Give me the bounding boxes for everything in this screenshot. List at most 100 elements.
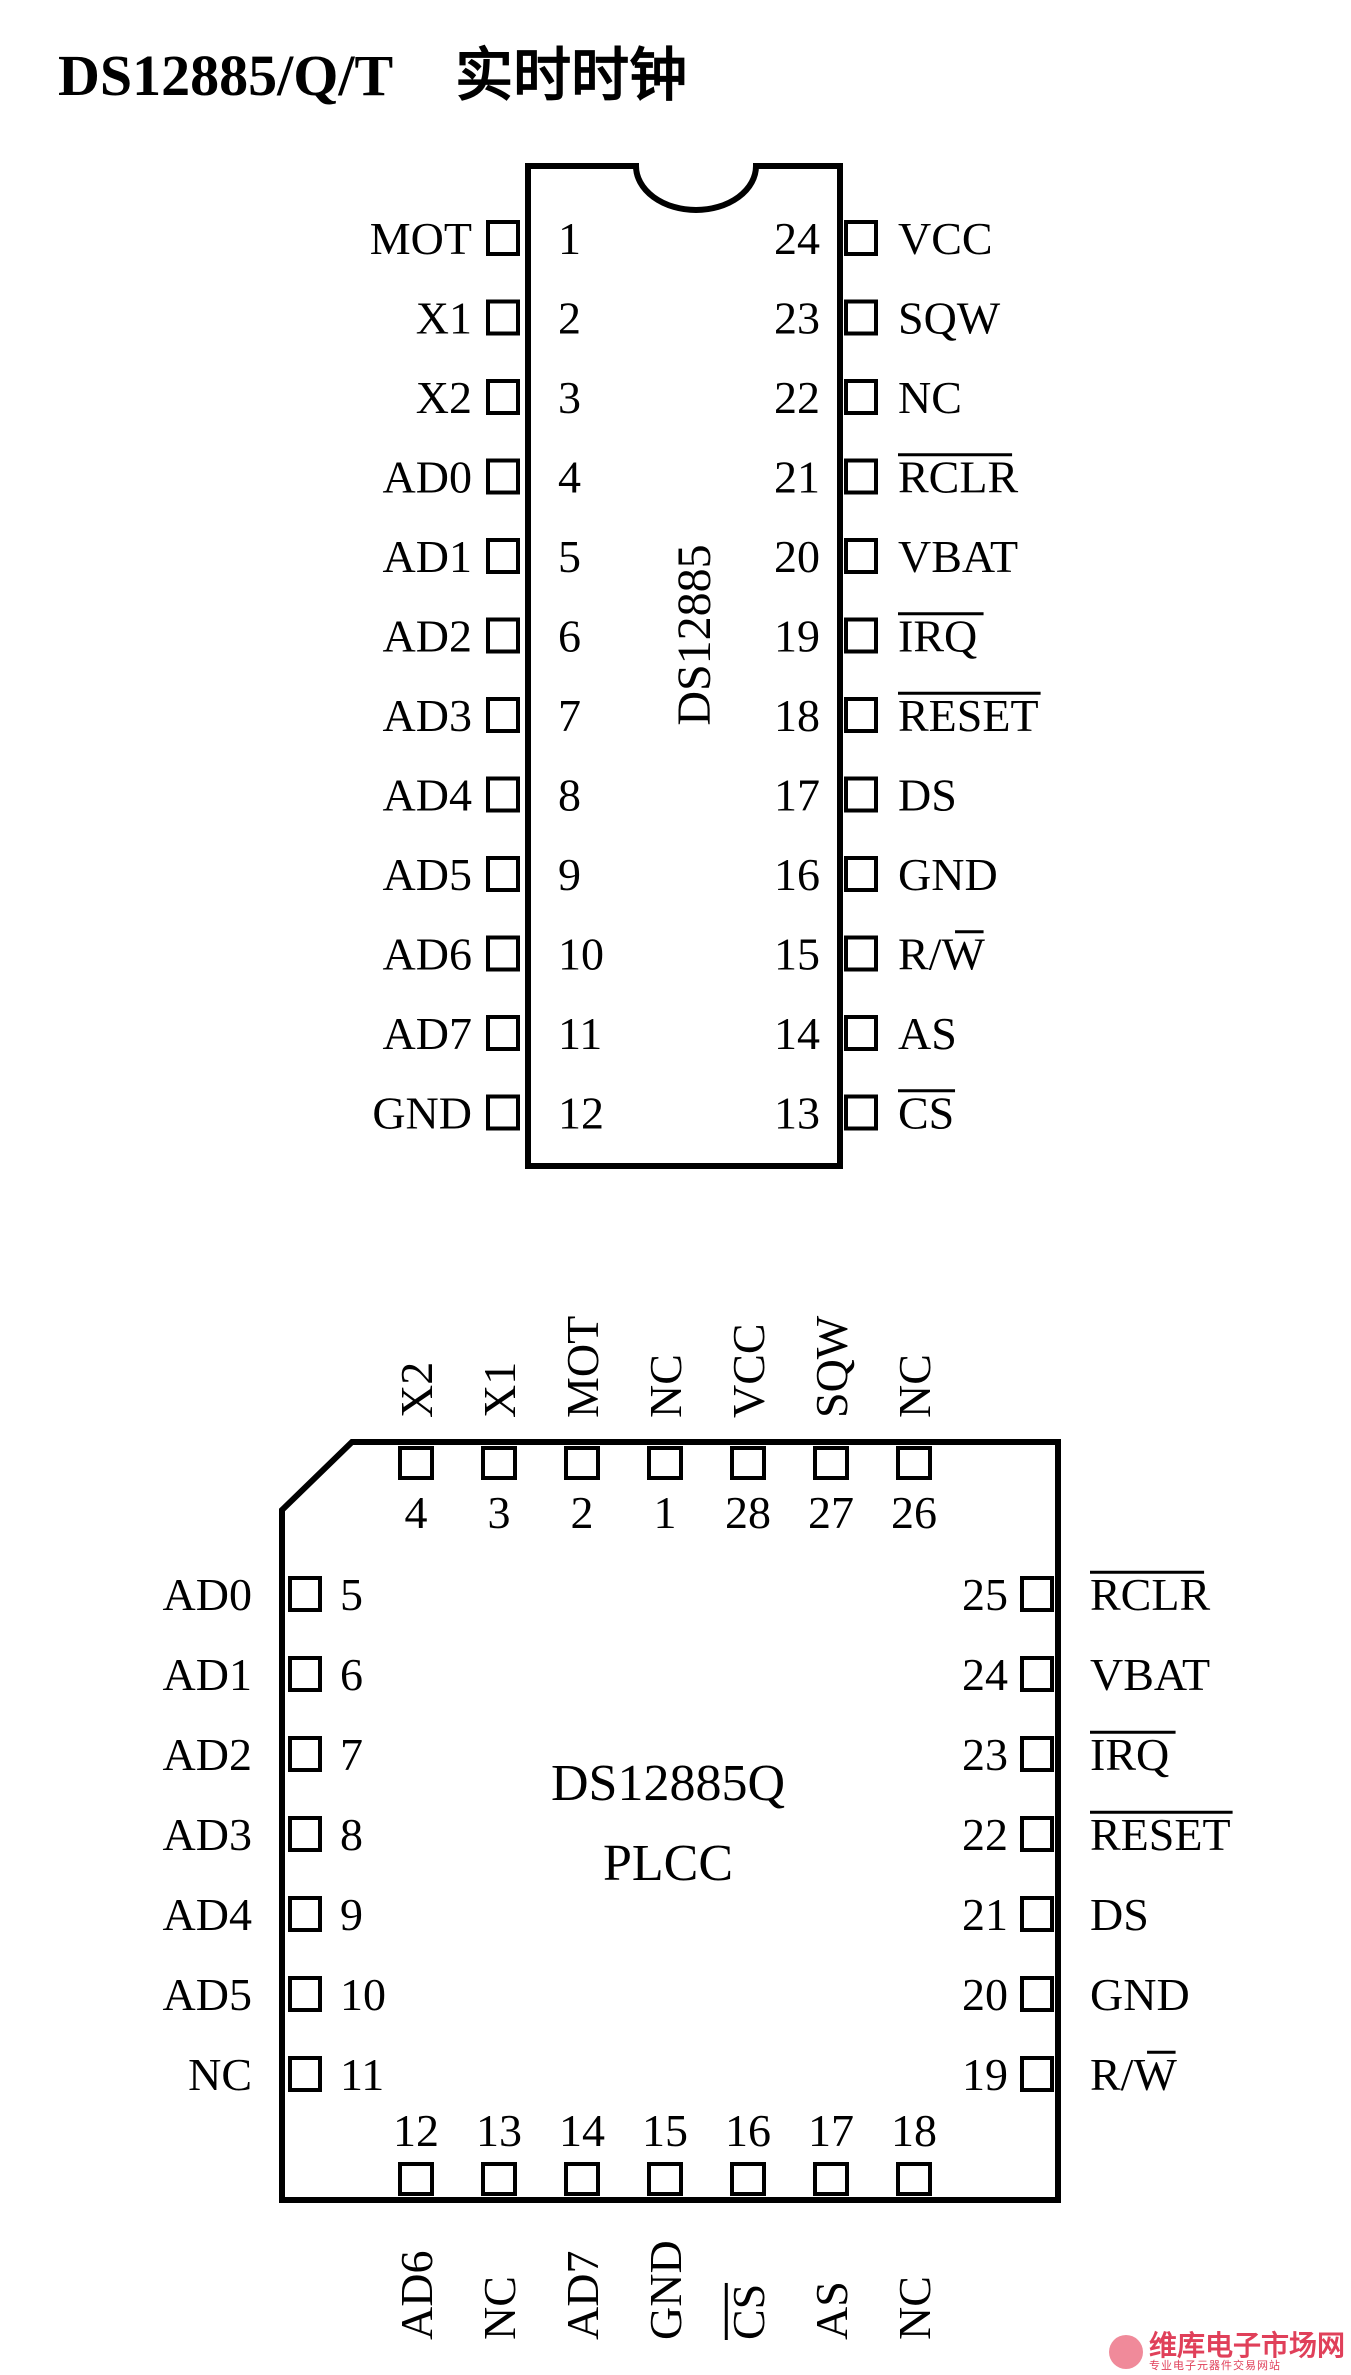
pin-name: AD1 [383, 531, 472, 582]
pin-name: VCC [723, 1323, 774, 1418]
pin-name: GND [1090, 1969, 1190, 2020]
pin-number: 7 [558, 690, 581, 741]
pin-pad [288, 1576, 322, 1612]
pin-pad [486, 856, 520, 892]
pin-name: AD2 [163, 1729, 252, 1780]
pin-pad [844, 538, 878, 574]
pin-name: DS [1090, 1889, 1149, 1940]
pin-pad [288, 1816, 322, 1852]
pin-name: RESET [1090, 1809, 1231, 1860]
pin-name: AD0 [383, 452, 472, 503]
pin-pad [288, 1976, 322, 2012]
pin-name: AD6 [383, 929, 472, 980]
pin-pad [564, 2162, 600, 2196]
pin-pad [730, 1446, 766, 1480]
pin-name: VCC [898, 213, 993, 264]
pin-number: 11 [340, 2049, 384, 2100]
pin-number: 12 [393, 2105, 439, 2156]
dip-pin: VCC 24 [774, 213, 993, 264]
pin-pad [1020, 1656, 1054, 1692]
pin-number: 2 [558, 293, 581, 344]
pin-pad [647, 2162, 683, 2196]
part-description: 实时时钟 [455, 41, 688, 109]
pin-pad [288, 1656, 322, 1692]
pin-name: AD3 [383, 690, 472, 741]
pin-number: 14 [774, 1008, 820, 1059]
pin-name: AD5 [383, 849, 472, 900]
plcc-pin: 4X2 [391, 1362, 442, 1538]
pin-number: 24 [774, 213, 820, 264]
pin-number: 6 [340, 1649, 363, 1700]
pin-pad [844, 299, 878, 336]
pin-name: NC [889, 2276, 940, 2340]
dip-body-label: DS12885 [668, 544, 721, 725]
pin-pad [398, 1446, 434, 1480]
pin-number: 21 [962, 1889, 1008, 1940]
pin-number: 10 [558, 929, 604, 980]
pin-number: 5 [340, 1569, 363, 1620]
pin-name: X1 [474, 1362, 525, 1418]
pin-name: AD5 [163, 1969, 252, 2020]
pin-name: SQW [898, 293, 1001, 344]
dip-pin: R/W15 [774, 929, 985, 980]
pin-name: GND [372, 1088, 472, 1139]
pin-number: 23 [774, 293, 820, 344]
pin-pad [844, 379, 878, 415]
pin-number: 10 [340, 1969, 386, 2020]
pin-number: 8 [340, 1809, 363, 1860]
dip-right-pins: VCC24SQW23NC22RCLR21VBAT20IRQ19RESET18DS… [774, 213, 1041, 1139]
pin-number: 12 [558, 1088, 604, 1139]
pin-name: AD6 [391, 2251, 442, 2340]
pin-name: CS [898, 1088, 954, 1139]
watermark-tagline: 专业电子元器件交易网站 [1148, 2359, 1281, 2372]
pin-number: 23 [962, 1729, 1008, 1780]
pin-pad [813, 2162, 849, 2196]
pin-name: AD3 [163, 1809, 252, 1860]
pin-number: 1 [558, 213, 581, 264]
pin-number: 8 [558, 770, 581, 821]
pin-name: VBAT [1090, 1649, 1210, 1700]
pin-pad [1020, 1576, 1054, 1612]
pin-number: 9 [558, 849, 581, 900]
pin-number: 16 [725, 2105, 771, 2156]
pin-pad [564, 1446, 600, 1480]
pin-number: 20 [962, 1969, 1008, 2020]
plcc-pin: DS 21 [962, 1889, 1149, 1940]
pin-pad [486, 935, 520, 972]
plcc-package: DS12885Q PLCC 4X23X12MOT1NC28VCC27SQW26N… [163, 1315, 1233, 2340]
dip-pin: GND 12 [372, 1088, 604, 1139]
pin-name: AS [806, 2281, 857, 2340]
pin-name: X2 [416, 372, 472, 423]
pin-number: 9 [340, 1889, 363, 1940]
dip-pin: X1 2 [416, 293, 581, 344]
pin-name: RESET [898, 690, 1039, 741]
pin-name: X1 [416, 293, 472, 344]
pin-pad [844, 1094, 878, 1131]
plcc-pin: 1NC [640, 1354, 691, 1538]
pin-name: MOT [370, 213, 472, 264]
pin-pad [844, 220, 878, 256]
